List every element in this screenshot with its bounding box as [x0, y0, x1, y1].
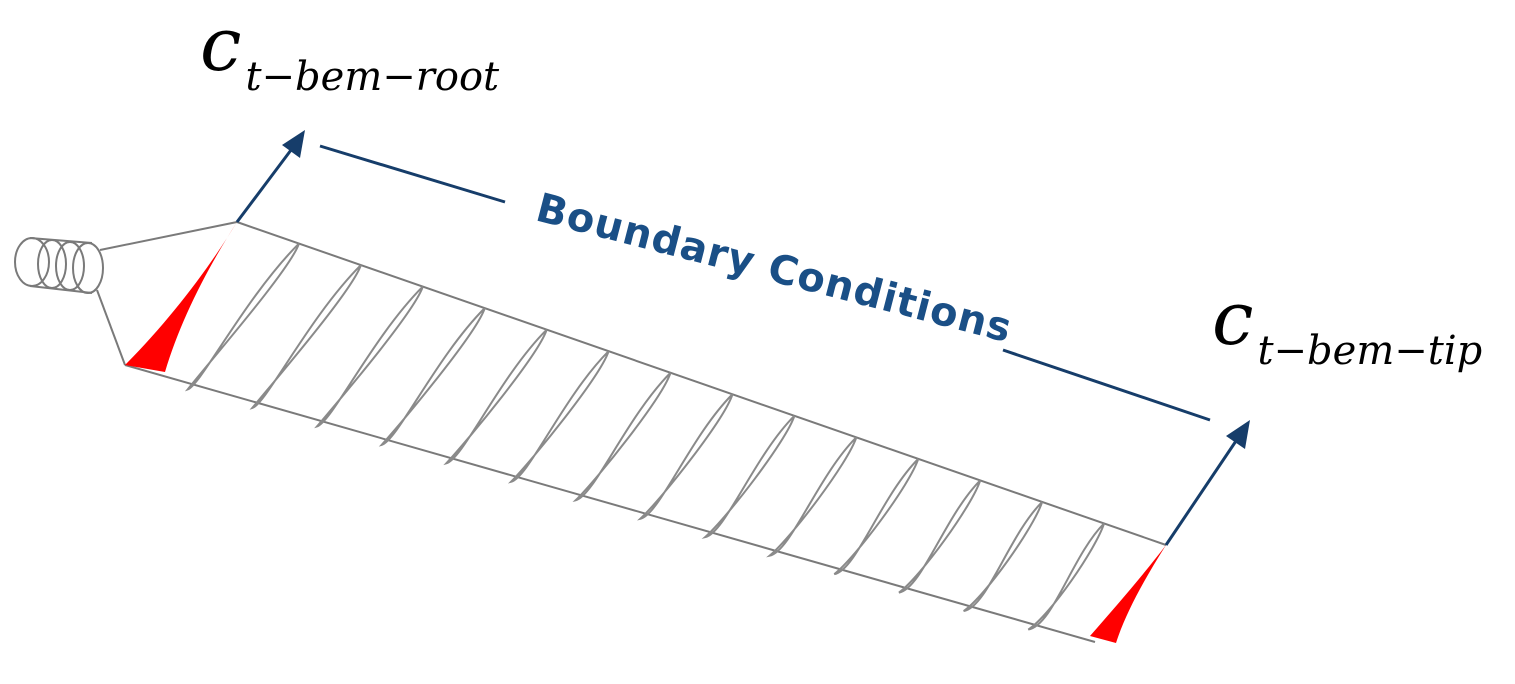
airfoil-section — [507, 350, 610, 484]
tip-label-subscript: t−bem−tip — [1257, 328, 1483, 374]
airfoil-section — [1027, 522, 1106, 631]
airfoil-section — [898, 479, 982, 594]
airfoil-section — [443, 328, 548, 466]
tip-label-main: c — [1212, 276, 1254, 362]
root-section-highlight — [125, 222, 237, 372]
hub-cylinder — [14, 237, 104, 294]
airfoil-section — [184, 242, 300, 392]
blade-outline — [124, 221, 1167, 643]
root-arrow — [235, 130, 305, 223]
airfoil-section — [637, 393, 734, 521]
airfoil-section — [833, 458, 920, 576]
boundary-line-left — [319, 144, 506, 204]
airfoil-section — [963, 501, 1044, 613]
airfoil-section — [314, 285, 424, 429]
airfoil-section — [701, 415, 796, 539]
tip-section-highlight — [1090, 545, 1166, 643]
root-label-subscript: t−bem−root — [245, 54, 500, 100]
airfoil-section — [766, 436, 858, 558]
root-label-main: c — [200, 2, 242, 88]
blade-shank — [96, 221, 238, 366]
tip-arrow — [1164, 420, 1250, 546]
boundary-line-right — [1002, 348, 1211, 422]
blade-sections — [184, 242, 1106, 631]
airfoil-section — [249, 264, 362, 410]
airfoil-section — [378, 307, 486, 447]
airfoil-section — [572, 372, 672, 503]
